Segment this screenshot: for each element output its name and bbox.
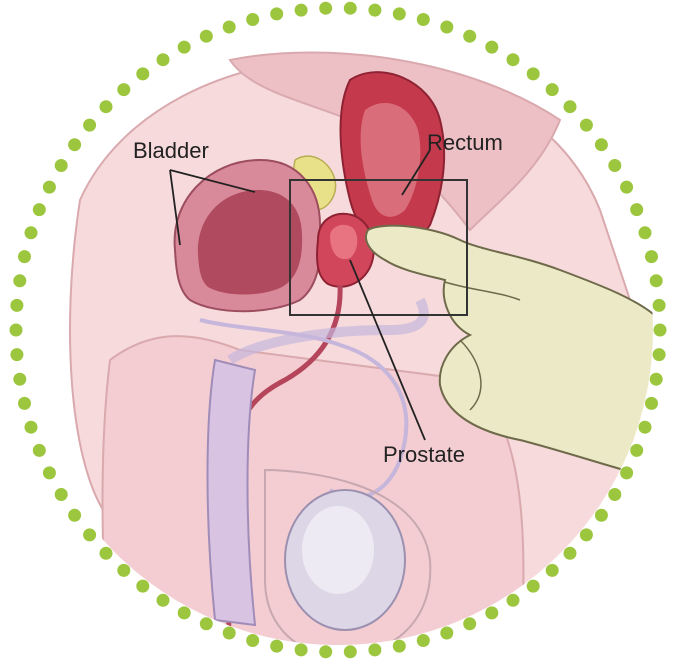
border-dot: [546, 83, 559, 96]
border-dot: [223, 21, 236, 34]
border-dot: [653, 299, 666, 312]
border-dot: [117, 564, 130, 577]
border-dot: [55, 488, 68, 501]
border-dot: [18, 250, 31, 263]
border-dot: [417, 13, 430, 26]
border-dot: [43, 466, 56, 479]
testis-highlight: [302, 506, 374, 594]
border-dot: [580, 119, 593, 132]
border-dot: [33, 444, 46, 457]
border-dot: [639, 421, 652, 434]
border-dot: [595, 138, 608, 151]
border-dot: [645, 397, 658, 410]
border-dot: [223, 627, 236, 640]
border-dot: [463, 30, 476, 43]
border-dot: [10, 324, 23, 337]
border-dot: [270, 7, 283, 20]
border-dot: [13, 373, 26, 386]
border-dot: [319, 645, 332, 658]
border-dot: [68, 138, 81, 151]
border-dot: [620, 466, 633, 479]
border-dot: [608, 488, 621, 501]
border-dot: [178, 606, 191, 619]
border-dot: [368, 4, 381, 17]
border-dot: [68, 509, 81, 522]
border-dot: [18, 397, 31, 410]
border-dot: [608, 159, 621, 172]
border-dot: [564, 100, 577, 113]
penis-shaft: [208, 360, 256, 625]
label-prostate: Prostate: [383, 442, 465, 467]
border-dot: [527, 580, 540, 593]
border-dot: [564, 547, 577, 560]
border-dot: [10, 299, 23, 312]
border-dot: [485, 606, 498, 619]
border-dot: [43, 181, 56, 194]
border-dot: [100, 547, 113, 560]
border-dot: [440, 21, 453, 34]
label-bladder: Bladder: [133, 138, 209, 163]
border-dot: [344, 2, 357, 15]
border-dot: [55, 159, 68, 172]
border-dot: [440, 627, 453, 640]
border-dot: [630, 203, 643, 216]
border-dot: [13, 274, 26, 287]
border-dot: [136, 67, 149, 80]
border-dot: [136, 580, 149, 593]
border-dot: [117, 83, 130, 96]
border-dot: [654, 324, 667, 337]
border-dot: [100, 100, 113, 113]
border-dot: [485, 41, 498, 54]
border-dot: [580, 528, 593, 541]
border-dot: [83, 119, 96, 132]
label-rectum: Rectum: [427, 130, 503, 155]
border-dot: [393, 7, 406, 20]
border-dot: [595, 509, 608, 522]
border-dot: [393, 640, 406, 653]
border-dot: [33, 203, 46, 216]
border-dot: [270, 640, 283, 653]
border-dot: [645, 250, 658, 263]
border-dot: [200, 30, 213, 43]
border-dot: [10, 348, 23, 361]
border-dot: [507, 53, 520, 66]
border-dot: [295, 643, 308, 656]
border-dot: [650, 274, 663, 287]
border-dot: [178, 41, 191, 54]
border-dot: [25, 226, 38, 239]
border-dot: [25, 421, 38, 434]
border-dot: [546, 564, 559, 577]
border-dot: [639, 226, 652, 239]
border-dot: [157, 594, 170, 607]
border-dot: [157, 53, 170, 66]
border-dot: [650, 373, 663, 386]
border-dot: [200, 617, 213, 630]
border-dot: [507, 594, 520, 607]
border-dot: [368, 643, 381, 656]
border-dot: [630, 444, 643, 457]
border-dot: [463, 617, 476, 630]
border-dot: [417, 634, 430, 647]
border-dot: [295, 4, 308, 17]
border-dot: [319, 2, 332, 15]
border-dot: [83, 528, 96, 541]
border-dot: [653, 348, 666, 361]
border-dot: [246, 13, 259, 26]
border-dot: [246, 634, 259, 647]
border-dot: [344, 645, 357, 658]
border-dot: [527, 67, 540, 80]
border-dot: [620, 181, 633, 194]
